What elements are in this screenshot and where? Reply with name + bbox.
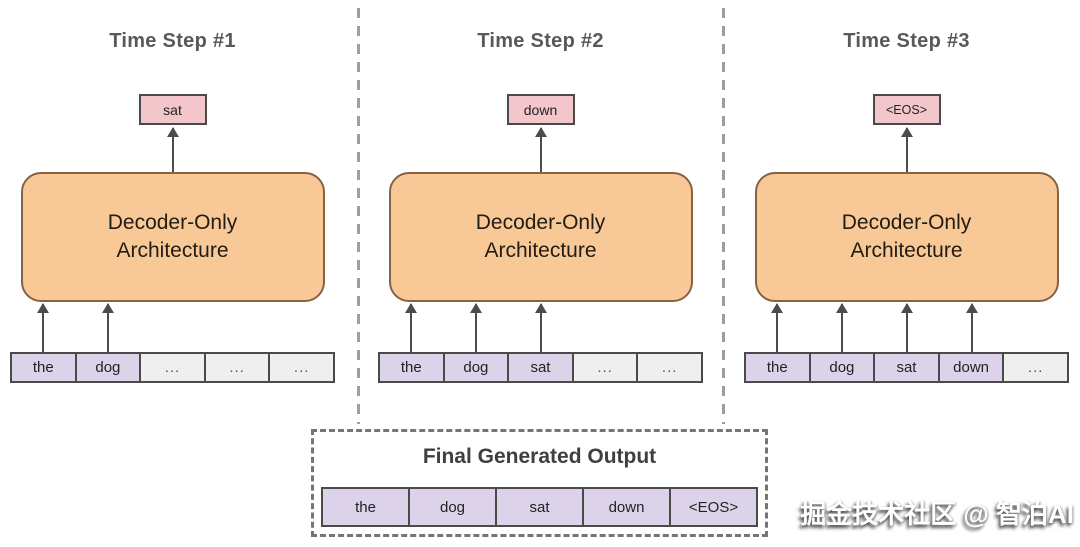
token-cell: dog (444, 354, 510, 381)
timestep-panel-2: Time Step #2 down Decoder-Only Architect… (378, 0, 703, 395)
output-token-box: down (506, 94, 575, 125)
arrow-up-icon (905, 304, 908, 352)
output-token-label: <EOS> (886, 102, 927, 117)
timestep-panel-1: Time Step #1 sat Decoder-Only Architectu… (10, 0, 335, 395)
token-cell: <EOS> (671, 489, 756, 525)
separator-line-1 (357, 8, 360, 424)
arrow-up-icon (970, 304, 973, 352)
separator-line-2 (722, 8, 725, 424)
token-cell: the (323, 489, 410, 525)
token-cell: the (380, 354, 445, 381)
panel-title: Time Step #2 (477, 30, 604, 52)
token-cell: dog (76, 354, 142, 381)
token-cell: down (584, 489, 671, 525)
token-cell: dog (410, 489, 497, 525)
token-cell: ... (270, 354, 333, 381)
decoder-label-line2: Architecture (116, 239, 229, 262)
token-cell: the (746, 354, 811, 381)
token-cell: ... (141, 354, 206, 381)
token-cell: ... (573, 354, 639, 381)
token-cell: down (939, 354, 1005, 381)
token-cell: ... (1004, 354, 1067, 381)
token-cell: dog (810, 354, 876, 381)
token-cell: sat (875, 354, 940, 381)
panel-title: Time Step #3 (843, 30, 970, 52)
output-token-box: <EOS> (872, 94, 941, 125)
token-cell: sat (509, 354, 574, 381)
panel-title: Time Step #1 (109, 30, 236, 52)
decoder-box: Decoder-Only Architecture (754, 172, 1059, 302)
final-output-box: Final Generated Output the dog sat down … (311, 429, 768, 537)
arrow-up-icon (905, 128, 908, 172)
token-cell: the (12, 354, 77, 381)
output-token-box: sat (138, 94, 207, 125)
decoder-label-line2: Architecture (484, 239, 597, 262)
timestep-panel-3: Time Step #3 <EOS> Decoder-Only Architec… (744, 0, 1069, 395)
arrow-up-icon (41, 304, 44, 352)
decoder-label-line2: Architecture (850, 239, 963, 262)
decoder-box: Decoder-Only Architecture (388, 172, 693, 302)
token-cell: sat (497, 489, 584, 525)
input-token-row: the dog sat ... ... (378, 352, 703, 383)
decoder-box: Decoder-Only Architecture (20, 172, 325, 302)
output-token-label: down (523, 101, 558, 118)
input-token-row: the dog ... ... ... (10, 352, 335, 383)
output-token-label: sat (163, 101, 182, 118)
arrow-up-icon (106, 304, 109, 352)
arrow-up-icon (775, 304, 778, 352)
decoder-label-line1: Decoder-Only (841, 210, 972, 234)
token-cell: ... (638, 354, 701, 381)
input-token-row: the dog sat down ... (744, 352, 1069, 383)
decoder-label-line1: Decoder-Only (475, 210, 606, 234)
arrow-up-icon (409, 304, 412, 352)
final-output-title: Final Generated Output (422, 445, 657, 468)
token-cell: ... (205, 354, 271, 381)
watermark-text: 掘金技术社区 @ 智泊AI (800, 499, 1074, 529)
arrow-up-icon (539, 304, 542, 352)
arrow-up-icon (539, 128, 542, 172)
arrow-up-icon (840, 304, 843, 352)
final-token-row: the dog sat down <EOS> (321, 487, 758, 527)
arrow-up-icon (171, 128, 174, 172)
arrow-up-icon (474, 304, 477, 352)
decoder-label-line1: Decoder-Only (107, 210, 238, 234)
